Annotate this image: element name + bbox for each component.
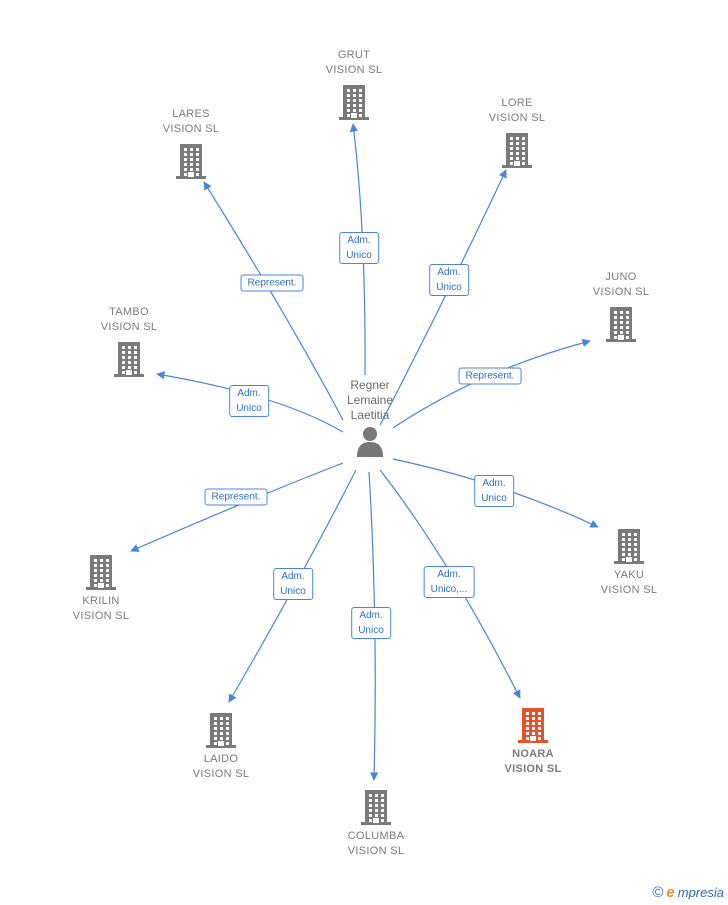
copyright-icon: © [652, 884, 664, 901]
company-name: LAIDO VISION SL [192, 753, 250, 780]
edge-juno [392, 338, 591, 429]
company-name: GRUT VISION SL [325, 49, 383, 76]
company-name: JUNO VISION SL [592, 271, 650, 298]
brand-initial: e [666, 884, 675, 901]
building-icon [518, 708, 548, 743]
edge-lares [203, 181, 344, 421]
brand-name: mpresia [677, 885, 724, 900]
company-name: TAMBO VISION SL [100, 306, 158, 333]
person-name: Regner Lemaine Laetitia [346, 378, 394, 422]
relation-label-krilin[interactable]: Represent. [204, 488, 268, 506]
company-node-lore[interactable]: LORE VISION SL [457, 96, 577, 168]
relation-label-grut[interactable]: Adm. Unico [339, 232, 379, 264]
company-node-tambo[interactable]: TAMBO VISION SL [69, 305, 189, 377]
company-node-yaku[interactable]: YAKU VISION SL [569, 528, 689, 598]
company-node-juno[interactable]: JUNO VISION SL [561, 270, 681, 342]
building-icon [206, 713, 236, 748]
company-node-krilin[interactable]: KRILIN VISION SL [41, 554, 161, 624]
relation-label-lares[interactable]: Represent. [240, 274, 304, 292]
company-name: LORE VISION SL [488, 97, 546, 124]
person-node[interactable]: Regner Lemaine Laetitia [325, 378, 415, 457]
building-icon [606, 307, 636, 342]
relation-label-yaku[interactable]: Adm. Unico [474, 475, 514, 507]
building-icon [502, 133, 532, 168]
building-icon [86, 555, 116, 590]
relation-label-columba[interactable]: Adm. Unico [351, 607, 391, 639]
building-icon [114, 342, 144, 377]
relation-label-juno[interactable]: Represent. [458, 367, 522, 385]
company-node-laido[interactable]: LAIDO VISION SL [161, 712, 281, 782]
edge-lore [379, 169, 507, 426]
company-node-grut[interactable]: GRUT VISION SL [294, 48, 414, 120]
building-icon [339, 85, 369, 120]
company-node-columba[interactable]: COLUMBA VISION SL [316, 789, 436, 859]
company-name: LARES VISION SL [162, 108, 220, 135]
company-node-lares[interactable]: LARES VISION SL [131, 107, 251, 179]
relation-label-laido[interactable]: Adm. Unico [273, 568, 313, 600]
relation-label-noara[interactable]: Adm. Unico,... [423, 566, 475, 598]
company-node-noara[interactable]: NOARA VISION SL [473, 707, 593, 777]
edge-krilin [130, 462, 344, 552]
building-icon [176, 144, 206, 179]
company-name: COLUMBA VISION SL [347, 830, 405, 857]
building-icon [361, 790, 391, 825]
relation-label-lore[interactable]: Adm. Unico [429, 264, 469, 296]
relation-label-tambo[interactable]: Adm. Unico [229, 385, 269, 417]
company-name: KRILIN VISION SL [72, 595, 130, 622]
company-name: YAKU VISION SL [600, 569, 658, 596]
person-icon [357, 427, 383, 457]
company-name: NOARA VISION SL [504, 748, 562, 775]
building-icon [614, 529, 644, 564]
